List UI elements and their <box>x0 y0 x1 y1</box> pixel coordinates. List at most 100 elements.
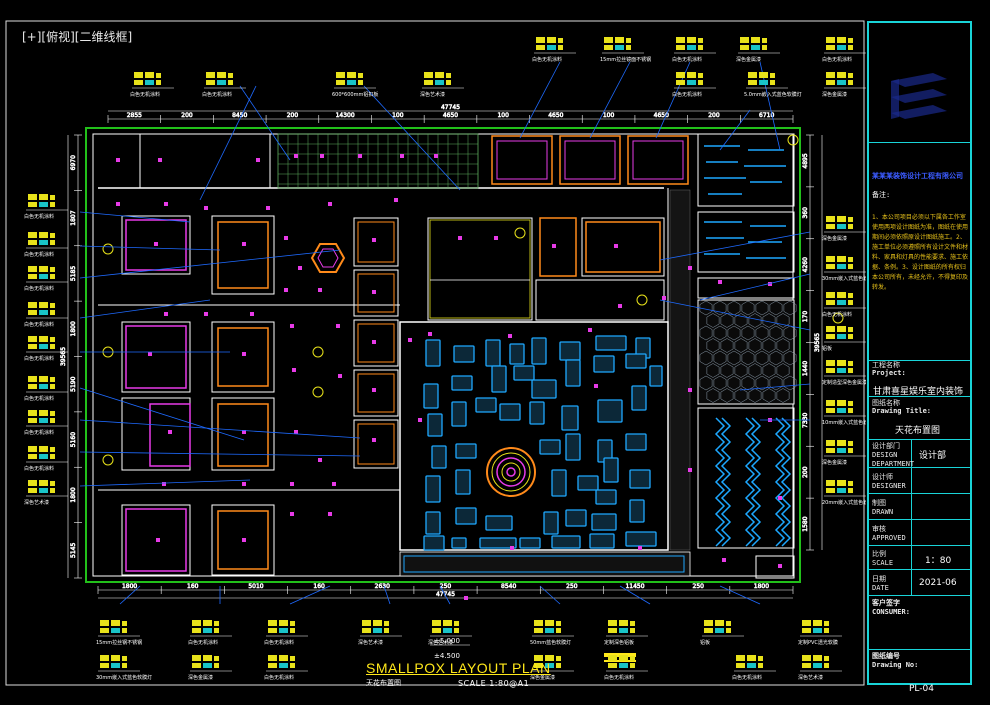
light-fixture-icon <box>372 438 376 442</box>
material-label: 白色无机涂料 <box>130 91 160 98</box>
hall-panel <box>591 513 617 531</box>
hall-panel <box>631 385 647 411</box>
hall-panel <box>427 413 443 437</box>
client-label: 客户签字 CONSUMER: <box>872 599 910 616</box>
material-label: 白色无机涂料 <box>672 91 702 98</box>
material-label: 15mm拉丝镜面不锈钢 <box>600 56 651 63</box>
material-callout: 白色无机涂料 <box>24 336 68 362</box>
hall-panel <box>431 445 447 469</box>
material-callout: 白色无机涂料 <box>822 37 866 63</box>
material-label: 深色金属漆 <box>822 235 847 242</box>
hall-panel <box>531 379 557 399</box>
material-label: 白色无机涂料 <box>604 674 634 681</box>
dimension-value: 5185 <box>70 266 77 281</box>
material-label: 定制造型深色金属漆饰面 <box>822 379 866 386</box>
material-label: 白色无机涂料 <box>24 251 54 258</box>
dimension-value: 1800 <box>70 321 77 336</box>
material-label: 铝板 <box>700 639 710 646</box>
material-callout: 白色无机涂料 <box>188 620 232 646</box>
material-label: 深色艺术漆 <box>358 639 383 646</box>
light-fixture-icon <box>688 468 692 472</box>
material-label: 白色无机涂料 <box>202 91 232 98</box>
dept-label: 设计部门 DESIGN DEPARTMENT <box>872 442 915 468</box>
hall-panel <box>425 339 441 367</box>
dimension-value: 1580 <box>802 516 809 531</box>
hall-panel <box>425 475 441 503</box>
dimension-value: 200 <box>708 112 720 119</box>
light-fixture-icon <box>722 558 726 562</box>
dimension-value: 100 <box>603 112 615 119</box>
material-callout: 30mm嵌入式蓝色软膜灯 <box>822 256 866 282</box>
hexagon-pendant-icon <box>310 243 346 273</box>
light-fixture-icon <box>162 482 166 486</box>
hall-panel <box>625 433 647 451</box>
material-label: 白色无机涂料 <box>822 311 852 318</box>
material-callout: 白色无机涂料 <box>24 266 68 292</box>
material-label: 白色无机涂料 <box>732 674 762 681</box>
hall-panel <box>543 511 559 535</box>
drawing-label-en: Drawing Title: <box>872 407 932 415</box>
light-fixture-icon <box>328 512 332 516</box>
hall-panel <box>551 535 581 549</box>
light-fixture-icon <box>588 328 592 332</box>
top-room-2 <box>559 135 621 185</box>
light-fixture-icon <box>372 388 376 392</box>
light-fixture-icon <box>638 546 642 550</box>
material-callout: 白色无机涂料 <box>24 410 68 436</box>
light-fixture-icon <box>156 538 160 542</box>
project-name: 甘肃喜星娱乐室内装饰 <box>873 387 964 397</box>
light-fixture-icon <box>394 198 398 202</box>
dimension-value: 1800 <box>754 583 769 590</box>
material-callout: 深色艺术漆 <box>358 620 402 646</box>
logo-cell <box>869 23 970 143</box>
material-callout: 白色无机涂料 <box>264 620 308 646</box>
light-fixture-icon <box>290 482 294 486</box>
dimension-total: 39565 <box>60 347 67 366</box>
dimension-value: 5190 <box>70 376 77 391</box>
building-outline <box>85 127 801 583</box>
dimension-value: 6710 <box>759 112 774 119</box>
material-label: 白色无机涂料 <box>822 56 852 63</box>
material-callout: 定制造型深色金属漆饰面 <box>822 360 866 386</box>
dimension-value: 100 <box>497 112 509 119</box>
light-fixture-icon <box>594 384 598 388</box>
level-marker-icon <box>102 134 844 466</box>
plan-scale: SCALE 1:80@A1 <box>458 679 530 688</box>
drawing-no-label: 图纸编号 Drawing No: <box>872 652 919 669</box>
hall-panel <box>561 405 579 431</box>
light-fixture-icon <box>338 374 342 378</box>
drawing-label-cn: 图纸名称 <box>872 399 900 407</box>
dimension-value: 1800 <box>122 583 137 590</box>
hall-panel <box>589 533 615 549</box>
light-fixture-icon <box>116 202 120 206</box>
dimension-value: 250 <box>693 583 705 590</box>
light-fixture-icon <box>318 288 322 292</box>
viewport-mode-label[interactable]: [+][俯视][二维线框] <box>22 30 133 44</box>
hall-panel <box>491 365 507 393</box>
hall-panel <box>551 469 567 497</box>
dimension-total: 47745 <box>441 104 460 111</box>
material-label: 深色艺术漆 <box>420 91 445 98</box>
hall-panel <box>423 535 445 551</box>
hall-panel <box>451 375 473 391</box>
dimension-value: 5160 <box>70 432 77 447</box>
hall-panel <box>577 475 599 491</box>
dept-value: 设计部 <box>919 451 947 461</box>
hall-panel <box>425 511 441 535</box>
light-fixture-icon <box>204 312 208 316</box>
dimension-total: 39565 <box>814 333 821 352</box>
light-fixture-icon <box>242 482 246 486</box>
material-callout: 15mm拉丝钢不锈钢 <box>96 620 142 646</box>
hall-panel <box>565 509 587 527</box>
material-label: 深色金属漆 <box>822 459 847 466</box>
hall-tiles <box>423 335 663 551</box>
material-callout: 深色艺术漆 <box>420 72 464 98</box>
material-label: 定制PVC透光软膜 <box>798 639 838 646</box>
scale-label: 比例 SCALE <box>872 550 894 567</box>
hall-panel <box>595 335 627 351</box>
material-callout: 白色无机涂料 <box>24 194 68 220</box>
hall-panel <box>453 345 475 363</box>
